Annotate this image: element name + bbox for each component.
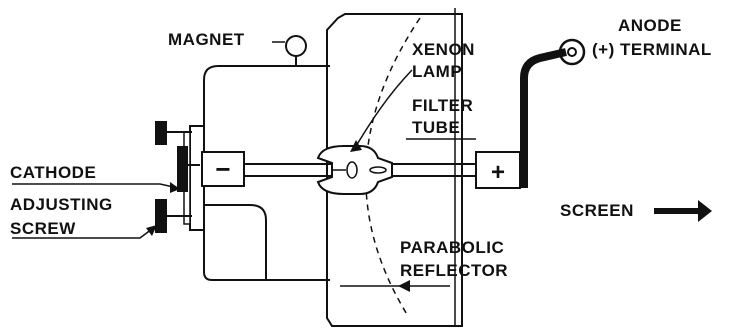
xenon-lamp-bulb <box>316 145 393 195</box>
cathode-arrowhead <box>170 182 180 193</box>
xenon-lamp-label-line1: XENON <box>412 40 475 59</box>
filter-tube-end <box>369 166 387 174</box>
parabolic-reflector-label-line2: REFLECTOR <box>400 261 509 280</box>
anode-label-line1: ANODE <box>618 16 682 35</box>
screen-arrowhead <box>698 200 712 222</box>
magnet-label: MAGNET <box>168 30 245 49</box>
xenon-lamp-leader <box>355 69 413 147</box>
filter-tube-label-line1: FILTER <box>412 96 474 115</box>
reflector-housing <box>326 13 463 327</box>
lamp-arc <box>346 161 358 179</box>
xenon-lamp-label-line2: LAMP <box>412 62 463 81</box>
adjusting-screw-bottom <box>155 199 192 233</box>
cathode-leader <box>12 183 179 189</box>
screen-label: SCREEN <box>560 201 634 220</box>
cathode-box <box>201 151 245 187</box>
anode-label-line2: (+) TERMINAL <box>592 40 712 59</box>
adjusting-screw-label-line1: ADJUSTING <box>10 195 113 214</box>
filter-tube-label-line2: TUBE <box>412 118 461 137</box>
cathode-label: CATHODE <box>10 163 97 182</box>
anode-terminal <box>558 38 586 66</box>
magnet <box>285 35 307 57</box>
parabolic-reflector-arrowhead <box>398 280 410 292</box>
cathode-polarity-symbol: − <box>215 154 230 184</box>
parabolic-reflector-curve <box>365 17 421 317</box>
adjusting-screw-label-line2: SCREW <box>10 219 76 238</box>
xenon-lamp-arrowhead <box>350 140 362 152</box>
housing-lower-step <box>204 204 267 280</box>
adjusting-screw-top <box>155 121 192 145</box>
adjusting-screw-arrowhead <box>146 225 157 236</box>
anode-cable <box>520 48 567 188</box>
adjusting-screw-middle <box>177 146 200 192</box>
anode-polarity-symbol: + <box>491 159 505 186</box>
anode-terminal-box <box>475 151 521 189</box>
parabolic-reflector-label-line1: PARABOLIC <box>400 238 505 257</box>
